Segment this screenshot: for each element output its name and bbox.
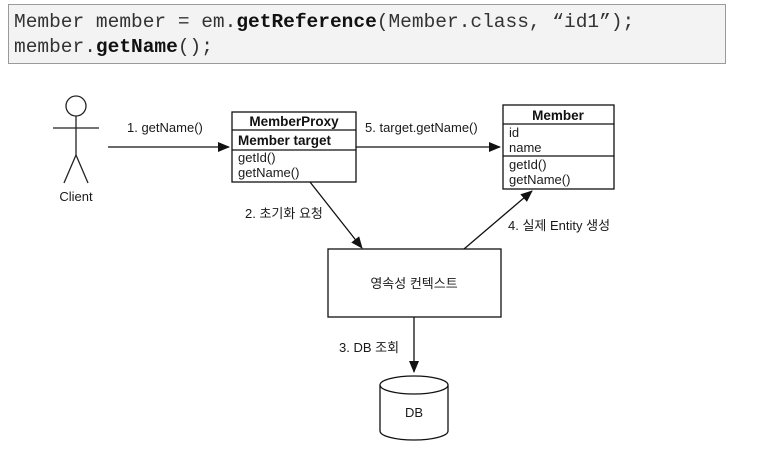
arrow-step-2 <box>309 181 363 249</box>
step-1-label: 1. getName() <box>127 120 203 135</box>
code-line-1: Member member = em.getReference(Member.c… <box>14 11 635 33</box>
client-right-leg <box>75 154 89 184</box>
db-cylinder <box>379 375 449 441</box>
arrow-step-4 <box>463 190 533 250</box>
client-actor <box>53 95 99 184</box>
member-entity-field: id <box>509 125 519 140</box>
step-4-label: 4. 실제 Entity 생성 <box>508 218 610 233</box>
client-left-leg <box>63 154 77 184</box>
member-proxy-method: getId() <box>238 150 276 165</box>
member-entity-box: Member id name getId() getName() <box>502 104 615 190</box>
step-2-label: 2. 초기화 요청 <box>245 206 323 221</box>
code-snippet: Member member = em.getReference(Member.c… <box>8 4 726 64</box>
persistence-context-box: 영속성 컨텍스트 <box>327 248 502 318</box>
client-label: Client <box>59 189 93 204</box>
persistence-context-label: 영속성 컨텍스트 <box>370 276 457 291</box>
member-proxy-field: Member target <box>238 133 332 148</box>
client-head <box>65 95 87 117</box>
step-5-label: 5. target.getName() <box>365 120 478 135</box>
member-entity-title: Member <box>532 108 585 123</box>
member-proxy-box: MemberProxy Member target getId() getNam… <box>231 111 357 183</box>
code-line-2: member.getName(); <box>14 36 213 58</box>
member-proxy-method: getName() <box>238 165 299 180</box>
step-3-label: 3. DB 조회 <box>339 340 399 355</box>
member-entity-field: name <box>509 140 542 155</box>
member-entity-method: getId() <box>509 157 547 172</box>
member-entity-method: getName() <box>509 172 570 187</box>
db-label: DB <box>405 405 423 420</box>
member-proxy-title: MemberProxy <box>249 114 339 129</box>
